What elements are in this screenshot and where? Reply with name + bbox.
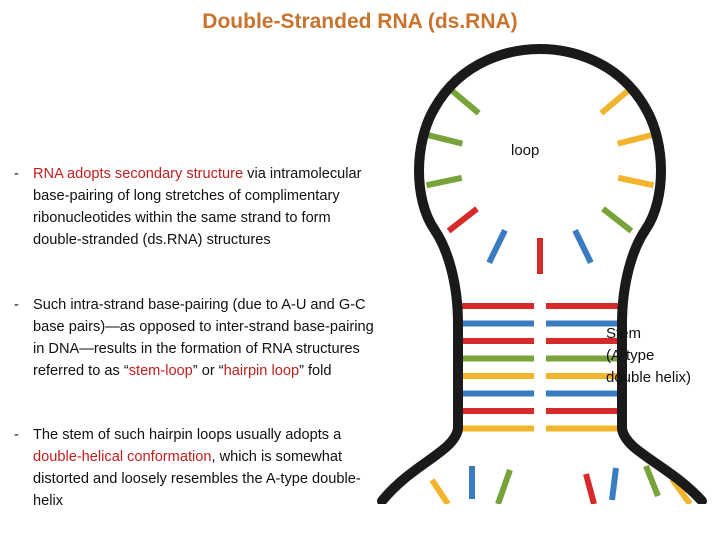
bullet-marker: - (14, 297, 19, 313)
tail-bases (429, 464, 693, 504)
stem-label-line-3: double helix) (606, 369, 692, 386)
tail-base (669, 477, 693, 504)
loop-base (572, 228, 594, 264)
bullet-2-segment-2: stem-loop (128, 363, 193, 379)
loop-label: loop (511, 142, 540, 159)
rna-backbone (377, 44, 707, 504)
bullet-1-segment-2: via intramolecular base-pairing of long … (33, 166, 362, 248)
loop-base (426, 131, 464, 147)
bullet-marker: - (14, 427, 19, 443)
bullet-3-segment-2: double-helical conformation (33, 449, 212, 465)
tail-base (583, 473, 597, 504)
bullet-marker: - (14, 166, 19, 182)
bullet-2-segment-1: Such intra-strand base-pairing (due to A… (33, 297, 374, 379)
loop-base (601, 206, 634, 234)
tail-base (495, 469, 513, 504)
bullet-3-segment-3: , which is somewhat distorted and loosel… (33, 449, 361, 509)
bullet-2-segment-5: ” fold (299, 363, 332, 379)
loop-bases (425, 87, 655, 274)
stem-base-pairs (462, 303, 618, 432)
stem-label: Stem (A-type double helix) (606, 323, 691, 389)
hairpin-diagram (377, 44, 707, 504)
loop-base (617, 174, 655, 189)
loop-base (446, 206, 479, 234)
bullet-2-segment-4: hairpin loop (223, 363, 300, 379)
loop-base (616, 131, 654, 147)
tail-base (643, 464, 661, 498)
bullet-2-segment-3: ” or “ (192, 363, 224, 379)
loop-base (449, 87, 481, 116)
stem-label-line-1: Stem (606, 325, 642, 342)
stem-label-line-2: (A-type (606, 347, 655, 364)
bullet-1: - RNA adopts secondary structure via int… (14, 163, 379, 251)
bullet-1-segment-1: RNA adopts secondary structure (33, 166, 244, 182)
tail-base (429, 478, 451, 504)
loop-base (486, 228, 508, 264)
loop-base (599, 87, 631, 116)
tail-base (609, 467, 619, 501)
bullet-2: - Such intra-strand base-pairing (due to… (14, 294, 379, 382)
page-title: Double-Stranded RNA (ds.RNA) (202, 10, 518, 33)
bullet-3-segment-1: The stem of such hairpin loops usually a… (33, 427, 342, 443)
bullet-3: - The stem of such hairpin loops usually… (14, 424, 379, 512)
loop-base (425, 174, 463, 189)
